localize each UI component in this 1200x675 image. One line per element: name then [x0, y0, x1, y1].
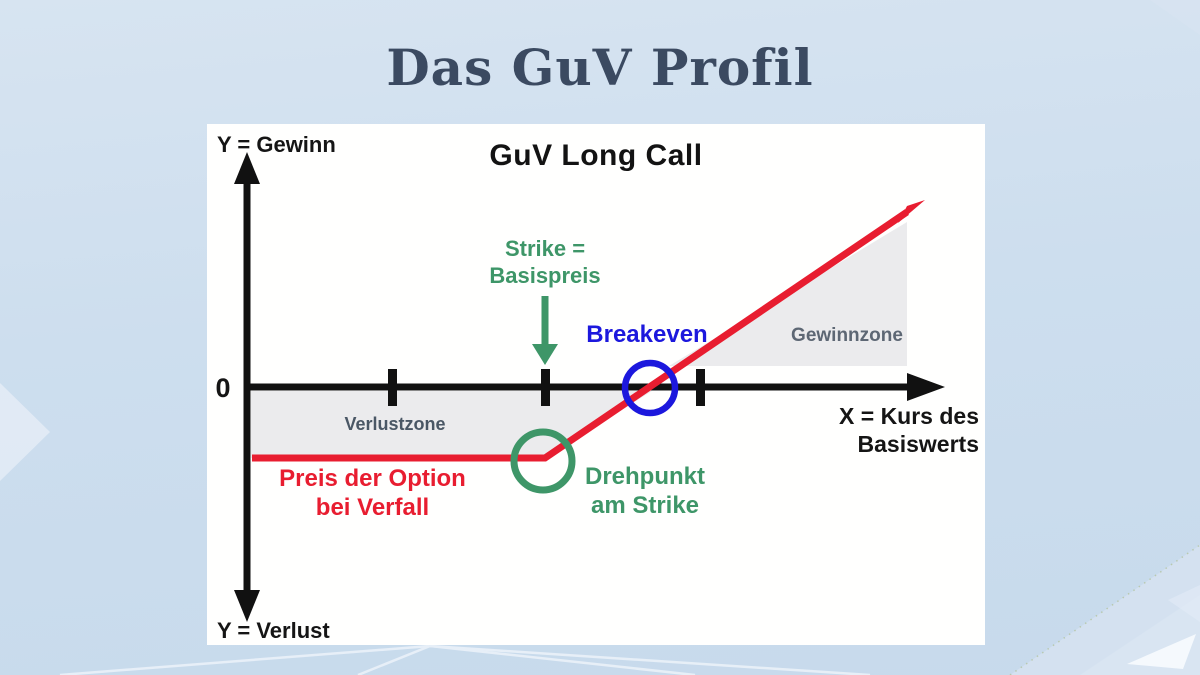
- verlustzone-area: [251, 391, 652, 458]
- bg-chevron-left: [0, 383, 50, 481]
- pivot-label-line2: am Strike: [590, 492, 700, 520]
- x-axis-label-line1: X = Kurs des: [839, 403, 979, 429]
- chart-title: GuV Long Call: [489, 139, 703, 172]
- premium-label-line2: bei Verfall: [315, 494, 430, 522]
- y-axis-arrowhead-up: [234, 152, 260, 184]
- pivot-label-line1: Drehpunkt: [585, 463, 705, 490]
- x-axis-label: X = Kurs des Basiswerts: [747, 402, 979, 458]
- premium-label-line1: Preis der Option: [279, 465, 466, 492]
- y-axis-bottom-label: Y = Verlust: [217, 618, 330, 643]
- origin-label: 0: [215, 373, 231, 403]
- verlustzone-label: Verlustzone: [344, 414, 446, 434]
- x-axis-ticks: [388, 369, 705, 406]
- pivot-circle: [510, 428, 576, 494]
- breakeven-label: Breakeven: [586, 321, 708, 348]
- chart-panel: GuV Long Call Y = Gewinn Y = Verlust 0 X…: [207, 124, 985, 645]
- bg-triangle-faint: [1168, 585, 1200, 622]
- payoff-line: [252, 209, 909, 462]
- strike-label-line1: Strike =: [504, 236, 586, 261]
- x-axis-label-line2: Basiswerts: [857, 431, 979, 458]
- x-axis-arrowhead: [907, 373, 945, 401]
- breakeven-circle: [621, 359, 679, 417]
- strike-label: Strike = Basispreis: [455, 236, 635, 290]
- premium-label: Preis der Option bei Verfall: [265, 464, 480, 523]
- bg-polygon: [1150, 0, 1200, 35]
- y-axis-top-label: Y = Gewinn: [217, 132, 336, 157]
- payoff-line-arrowhead: [898, 200, 925, 223]
- pivot-label: Drehpunkt am Strike: [575, 462, 715, 521]
- strike-label-line2: Basispreis: [489, 262, 601, 288]
- payoff-chart: [234, 152, 945, 622]
- strike-arrowhead: [532, 344, 558, 365]
- bg-lines: [59, 644, 871, 675]
- slide-title: Das GuV Profil: [386, 38, 814, 97]
- gewinnzone-label: Gewinnzone: [791, 325, 903, 346]
- bg-triangle-white: [1127, 634, 1196, 669]
- y-axis-arrowhead-down: [234, 590, 260, 622]
